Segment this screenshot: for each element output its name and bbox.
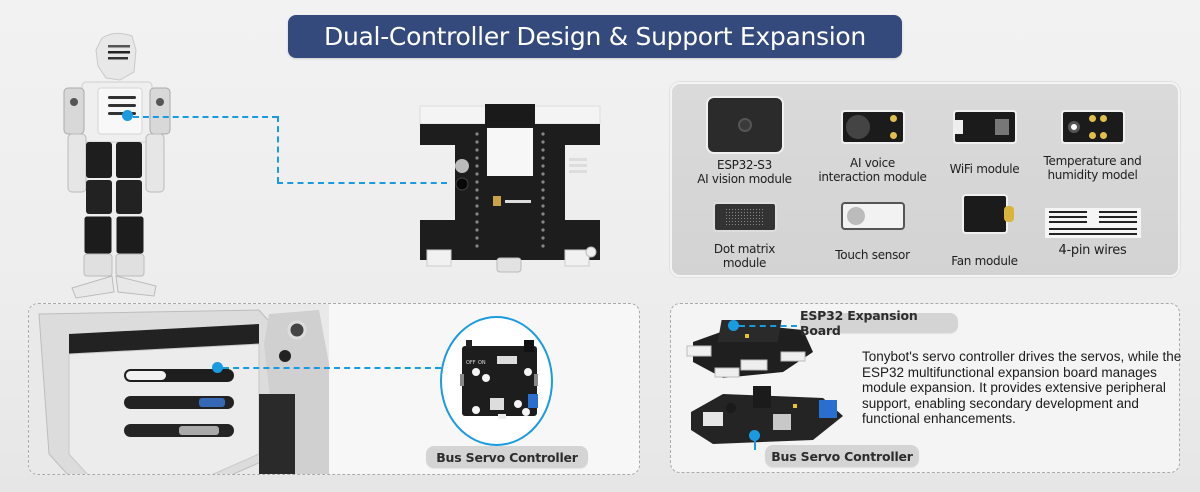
module-label: WiFi module — [949, 162, 1020, 176]
connector-line — [754, 440, 756, 450]
module-label: ESP32-S3 AI vision module — [697, 158, 792, 186]
bus-servo-controller-closeup: OFF ON — [440, 316, 553, 446]
module-esp32-s3-vision: ESP32-S3 AI vision module — [682, 96, 807, 186]
camera-module-icon — [705, 96, 784, 154]
connector-line — [277, 182, 447, 184]
module-temperature-humidity: Temperature and humidity model — [1030, 110, 1155, 182]
speaker-module-icon — [840, 110, 905, 144]
silkscreen-off: OFF — [466, 360, 476, 366]
bus-servo-controller-label-right: Bus Servo Controller — [765, 445, 919, 467]
module-dot-matrix: Dot matrix module — [682, 202, 807, 270]
module-wifi: WiFi module — [922, 110, 1047, 176]
description-text: Tonybot's servo controller drives the se… — [862, 349, 1182, 426]
esp32-expansion-board-label: ESP32 Expansion Board — [800, 308, 958, 338]
bus-servo-controller-board-image: OFF ON — [460, 340, 538, 419]
dot-matrix-icon — [712, 202, 777, 232]
robot-torso-closeup-image — [29, 304, 329, 474]
bus-servo-controller-label: Bus Servo Controller — [426, 446, 588, 468]
module-ai-voice: AI voice interaction module — [810, 110, 935, 184]
silkscreen-on: ON — [478, 360, 486, 366]
connector-line — [133, 116, 278, 118]
esp32-expansion-board-image — [419, 104, 601, 273]
connector-dot — [122, 110, 133, 121]
wifi-module-icon — [952, 110, 1017, 144]
temperature-sensor-icon — [1060, 110, 1125, 144]
humanoid-robot-image — [63, 32, 171, 299]
wires-icon — [1044, 208, 1141, 238]
fan-module-icon — [961, 194, 1014, 234]
module-label: Fan module — [951, 254, 1018, 268]
module-label: Touch sensor — [835, 248, 910, 262]
connector-dot — [728, 320, 739, 331]
module-label: AI voice interaction module — [818, 156, 927, 184]
connector-dot — [749, 430, 760, 441]
stacked-boards-image — [686, 320, 843, 444]
module-label: Temperature and humidity model — [1043, 154, 1142, 182]
connector-line — [277, 116, 279, 183]
connector-line — [739, 325, 797, 327]
module-label: Dot matrix module — [713, 242, 776, 270]
page-title: Dual-Controller Design & Support Expansi… — [288, 15, 902, 58]
connector-dot — [212, 362, 223, 373]
module-fan: Fan module — [922, 194, 1047, 268]
connector-line — [223, 367, 441, 369]
module-touch-sensor: Touch sensor — [810, 202, 935, 262]
module-label: 4-pin wires — [1058, 243, 1127, 258]
module-4pin-wires: 4-pin wires — [1030, 208, 1155, 258]
expansion-modules-panel: ESP32-S3 AI vision module AI voice inter… — [670, 82, 1180, 277]
touch-sensor-icon — [840, 202, 905, 230]
